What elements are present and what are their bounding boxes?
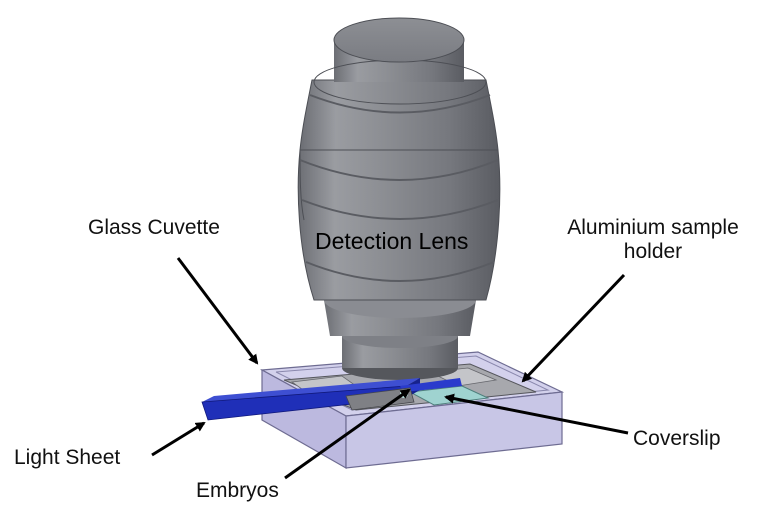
aluminium-holder-label: Aluminium sample holder [548,216,758,264]
arrow-coverslip [444,393,629,435]
detection-lens-label: Detection Lens [315,228,469,254]
arrow-light-sheet [151,421,206,457]
detection-lens [297,17,501,380]
arrow-embryos [284,388,411,480]
arrow-aluminium-holder [521,273,626,383]
light-sheet-label: Light Sheet [14,446,121,469]
coverslip-label: Coverslip [633,427,721,450]
aluminium-holder-label-line2: holder [623,240,683,263]
embryos-label: Embryos [196,479,279,502]
aluminium-holder-label-line1: Aluminium sample [567,216,739,239]
glass-cuvette-label: Glass Cuvette [88,216,220,239]
arrow-glass-cuvette [176,257,259,365]
